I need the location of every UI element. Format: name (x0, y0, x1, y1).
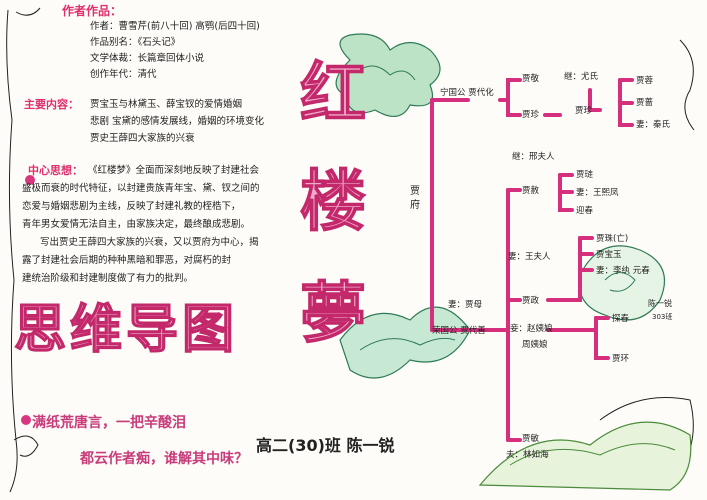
tree-node-ning-child: 妻：秦氏 (636, 120, 671, 130)
central-idea-line: 《红楼梦》全面而深刻地反映了封建社会 (88, 165, 260, 176)
tree-node-concubine-child: 贾环 (612, 354, 630, 364)
author-line: 文学体裁：长篇章回体小说 (90, 53, 205, 64)
central-idea-line: 盛极而衰的时代特征，以封建贵族青年宝、黛、钗之间的 (22, 183, 260, 194)
tree-node-concubine: 周姨娘 (522, 340, 548, 350)
tree-node-rongguo: 荣国公 贾代善 (432, 326, 486, 336)
cloud-decoration (335, 33, 441, 117)
wave-decoration (339, 306, 471, 379)
central-idea-line: 建统治阶级和封建制度做了有力的批判。 (22, 273, 194, 284)
tree-node-concubine: 妾：赵姨娘 (510, 324, 553, 334)
tree-node-zheng-wife: 妻：王夫人 (508, 252, 551, 262)
tree-node-rong-wife: 妻：贾母 (448, 300, 483, 310)
tree-node-jiazhen-parent: 贾珍 (522, 110, 540, 120)
tree-node-jiazhen: 贾珍 (575, 106, 593, 116)
author-line: 创作年代：清代 (90, 69, 157, 80)
central-idea-line: 露了封建社会后期的种种黑暗和罪恶，对腐朽的封 (22, 255, 232, 266)
corner-note-class: 303班 (652, 313, 673, 321)
tree-node-she-wife: 继：邢夫人 (512, 152, 555, 162)
central-idea-line: 写出贾史王薛四大家族的兴衰，又以贾府为中心，揭 (40, 237, 259, 248)
main-content-line: 贾史王薛四大家族的兴衰 (90, 133, 195, 144)
tree-node-zheng-child: 贾珠(亡) (596, 234, 629, 244)
corner-note-name: 陈一锐 (648, 299, 672, 308)
tree-node-min-husband: 夫：林如海 (506, 450, 549, 460)
tree-node-ning-child: 贾蔷 (636, 98, 654, 108)
tree-node-jiazheng: 贾政 (522, 296, 540, 306)
tree-node-jiashe: 贾赦 (522, 186, 540, 196)
tree-node-ning-child: 贾蓉 (636, 76, 654, 86)
poem-line: 满纸荒唐言，一把辛酸泪 (32, 415, 186, 431)
title-char: 夢 (299, 274, 367, 352)
right-swirl-decoration (578, 245, 666, 321)
tree-node-youshi: 继：尤氏 (564, 72, 599, 82)
title-char: 红 (299, 54, 367, 132)
poem-line: 都云作者痴，谁解其中味？ (80, 451, 248, 467)
tree-node-ningguo: 宁国公 贾代化 (440, 88, 494, 98)
title-horizontal: 思维导图 (13, 299, 239, 361)
tree-root: 贾府 (410, 186, 420, 211)
central-idea-line: 恋爱与婚姻悲剧为主线，反映了封建礼教的桎梏下， (22, 201, 241, 212)
author-line: 作品别名：《石头记》 (90, 37, 181, 48)
student-label: 高二(30)班 陈一锐 (256, 436, 395, 455)
author-heading: 作者作品： (62, 4, 123, 18)
author-line: 作者：曹雪芹(前八十回) 高鹗(后四十回) (90, 21, 260, 32)
tree-node-she-child: 贾琏 (576, 170, 594, 180)
tree-node-zheng-child: 贾宝玉 (596, 250, 622, 260)
main-content-line: 悲剧 宝黛的感情发展线，婚姻的环境变化 (90, 116, 265, 127)
tree-node-she-child: 迎春 (576, 206, 594, 216)
bottom-swirl-decoration (478, 421, 692, 491)
title-char: 楼 (299, 162, 367, 240)
tree-node-concubine-child: 探春 (612, 314, 630, 324)
central-idea-line: 青年男女爱情无法自主，由家族决定，最终酿成悲剧。 (22, 219, 251, 230)
main-content-line: 贾宝玉与林黛玉、薛宝钗的爱情婚姻 (90, 99, 243, 110)
tree-node-she-child: 妻：王熙凤 (576, 188, 619, 198)
tree-node-zheng-child: 妻：李纨 元春 (596, 266, 650, 276)
central-idea-heading: 中心思想： (28, 164, 83, 177)
tree-node-jiajing: 贾敬 (522, 74, 540, 84)
main-content-heading: 主要内容： (24, 98, 79, 111)
tree-node-jiamin: 贾敏 (522, 434, 540, 444)
